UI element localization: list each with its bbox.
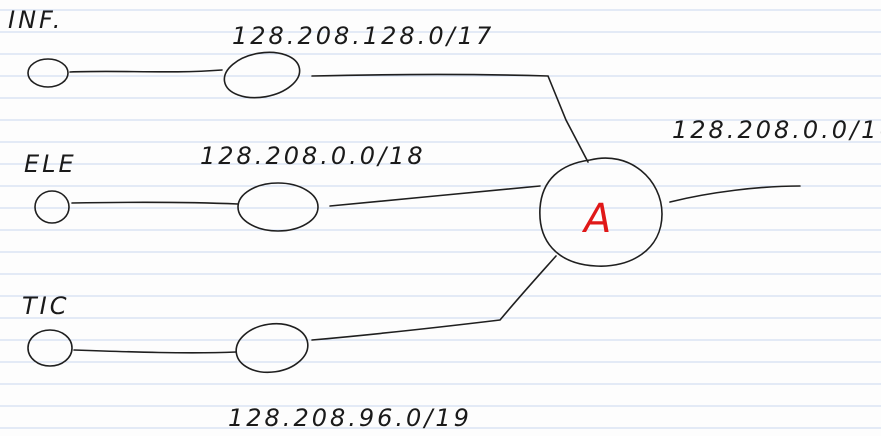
label-ele: ELE	[24, 150, 77, 178]
router-ele	[237, 182, 319, 232]
link-tic-a	[311, 255, 557, 341]
host-inf	[27, 58, 69, 88]
subnet-ele: 128.208.0.0/18	[200, 142, 426, 170]
link-inf-a	[311, 73, 589, 163]
host-tic	[27, 329, 73, 367]
link-uplink	[669, 185, 801, 203]
label-tic: TIC	[22, 292, 70, 320]
host-ele	[34, 190, 70, 224]
label-inf: INF.	[8, 6, 63, 34]
ruled-lines	[0, 9, 881, 429]
router-a-label: A	[581, 196, 611, 242]
link-inf-host	[69, 69, 223, 73]
router-inf	[223, 51, 301, 99]
link-tic-host	[73, 349, 237, 354]
link-ele-host	[71, 201, 239, 205]
subnet-inf: 128.208.128.0/17	[232, 22, 494, 50]
link-ele-a	[329, 185, 541, 207]
subnet-uplink: 128.208.0.0/16	[672, 116, 881, 144]
router-tic	[235, 322, 309, 374]
subnet-tic: 128.208.96.0/19	[228, 404, 472, 432]
router-a	[539, 157, 663, 267]
